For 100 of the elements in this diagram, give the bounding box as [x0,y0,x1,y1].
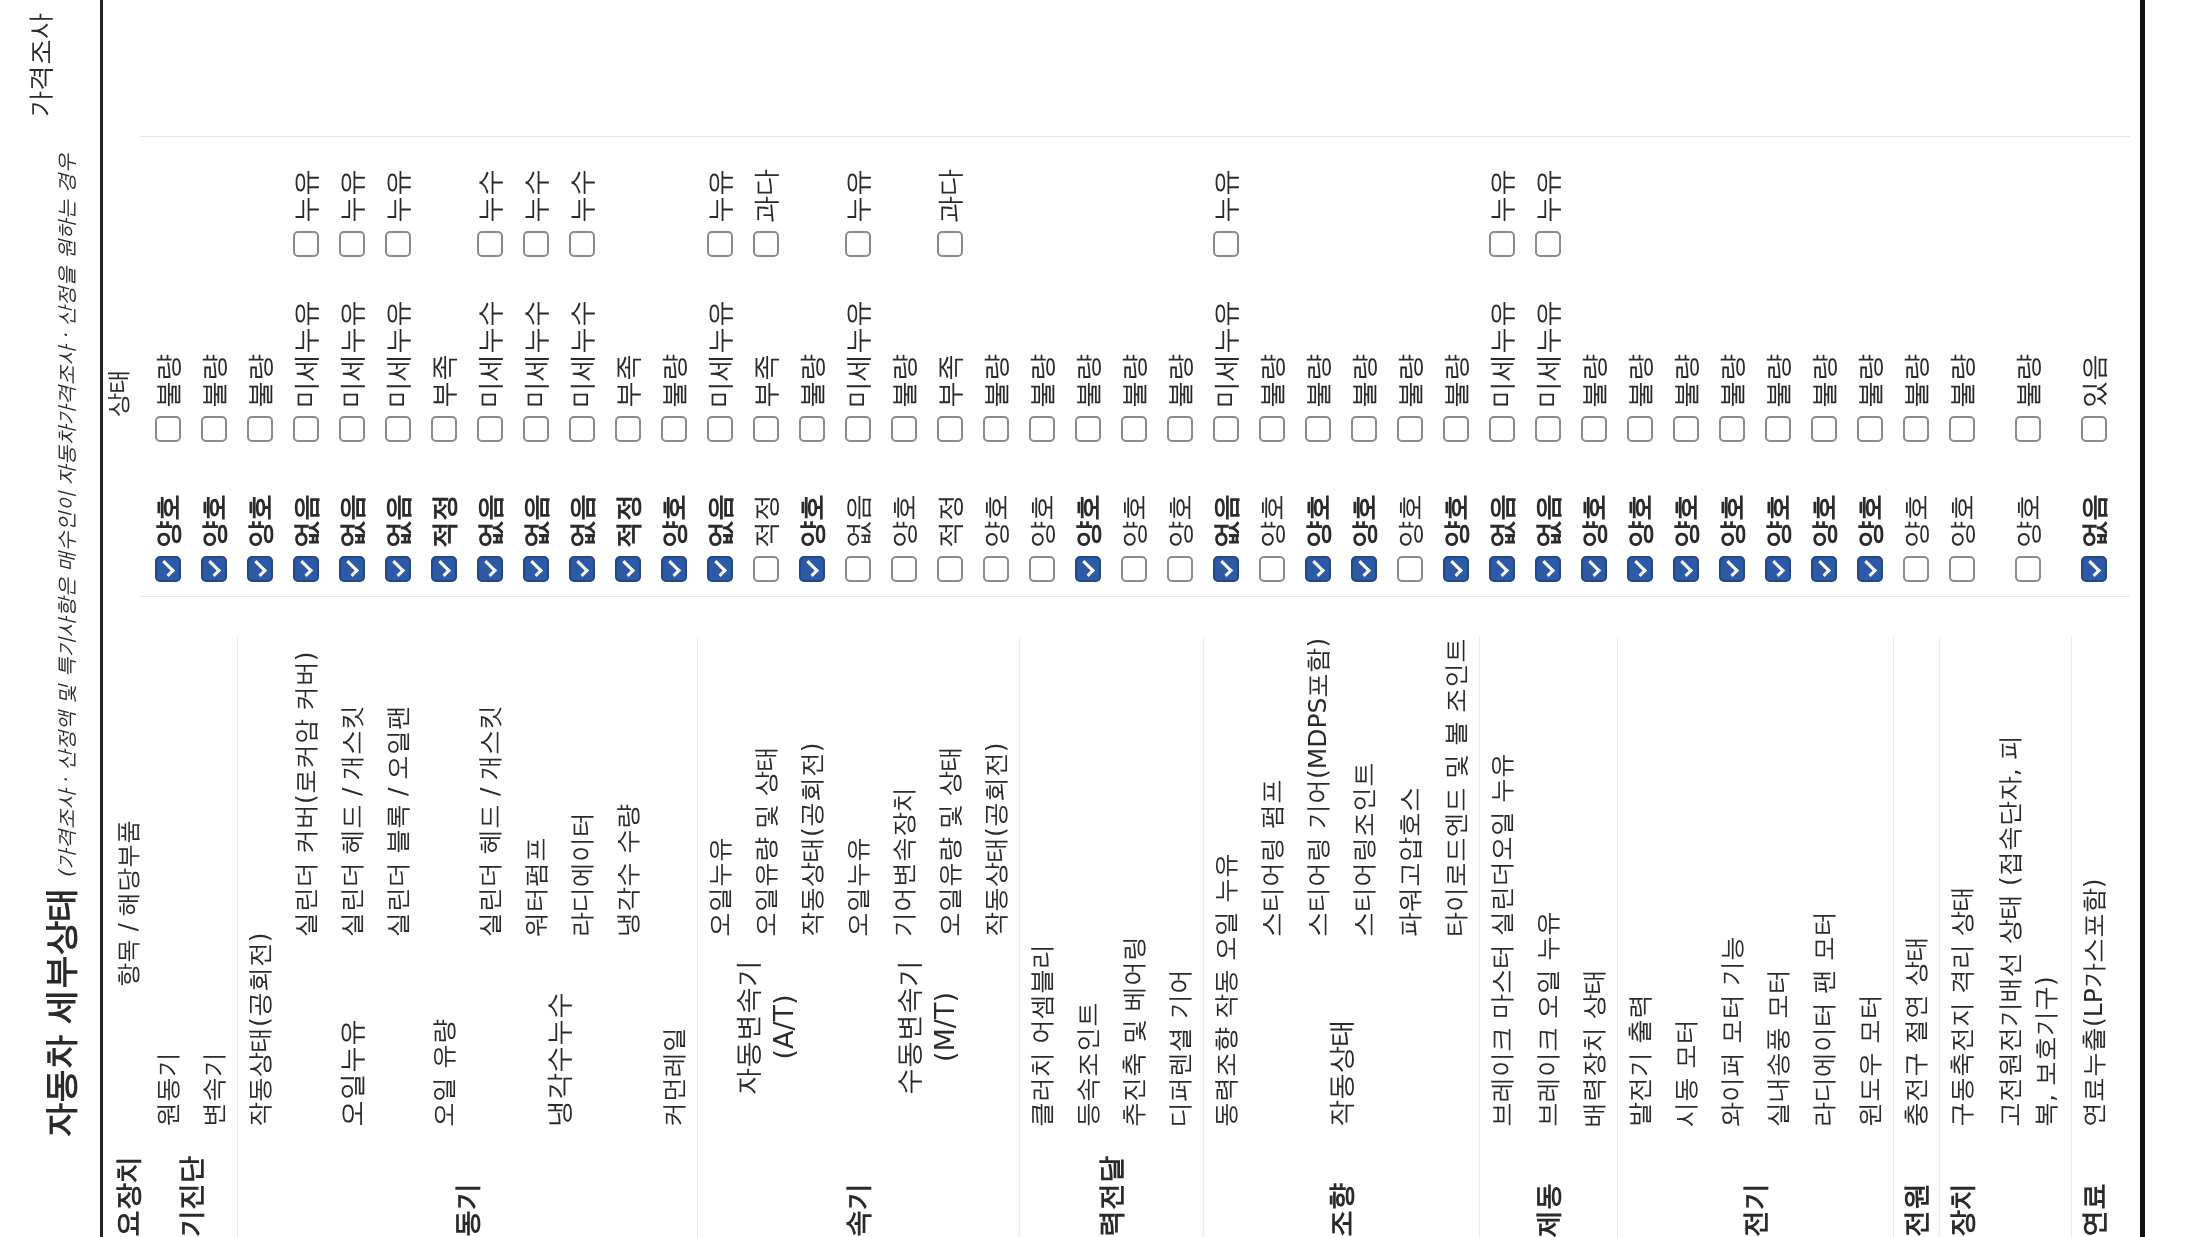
option-label: 양호 [2011,494,2044,548]
option-label: 양호 [795,494,828,548]
option-label: 누유 [381,169,414,223]
option-label: 불량 [1301,354,1334,408]
option-label: 불량 [1623,354,1656,408]
item-label: 동력조향 작동 오일 누유 [1210,853,1241,1127]
option-label: 적정 [749,494,782,548]
option-label: 양호 [197,494,230,548]
option-label: 불량 [979,354,1012,408]
option-label: 없음 [841,494,874,548]
option-label: 누유 [335,169,368,223]
item-label: 디퍼렌셜 기어 [1164,969,1195,1127]
option-label: 양호 [887,494,920,548]
option-label: 양호 [1577,494,1610,548]
option-label: 미세누수 [565,300,598,408]
option-label: 과다 [933,169,966,223]
option-label: 없음 [519,494,552,548]
option-label: 양호 [1853,494,1886,548]
option-label: 불량 [657,354,690,408]
option-label: 양호 [1715,494,1748,548]
item-label: 고전원전기배선 상태 (접속단자, 피복, 보호기구) [1994,734,2061,1127]
option-label: 누유 [703,169,736,223]
option-label: 부족 [933,354,966,408]
category-label: 전원 [1899,1183,1932,1237]
option-label: 양호 [979,494,1012,548]
option-label: 양호 [1347,494,1380,548]
item-label: 오일누유 [842,837,873,937]
column-header: 가격조사 [24,13,56,117]
option-label: 양호 [1623,494,1656,548]
option-label: 미세누유 [703,300,736,408]
option-label: 불량 [1393,354,1426,408]
item-label: 스티어링 기어(MDPS포함) [1302,637,1333,937]
option-label: 없음 [703,494,736,548]
option-label: 양호 [151,494,184,548]
option-label: 불량 [1577,354,1610,408]
option-label: 미세누수 [519,300,552,408]
option-label: 양호 [1761,494,1794,548]
item-label: 오일유량 및 상태 [934,746,965,937]
item-label: 기어변속장치 [888,787,919,937]
subtitle-note: (가격조사 · 산정액 및 특기사항은 매수인이 자동차가격조사 · 산정을 원하는 경우 [53,152,79,877]
category-label: 속기 [841,1183,874,1237]
item-label: 라디에이터 팬 모터 [1808,911,1839,1127]
option-label: 불량 [1715,354,1748,408]
option-label: 누수 [473,169,506,223]
option-label: 누유 [1531,169,1564,223]
group-label: 오일누유 [335,1019,368,1127]
option-label: 양호 [1255,494,1288,548]
option-label: 없음 [1485,494,1518,548]
option-label: 불량 [1807,354,1840,408]
option-label: 양호 [243,494,276,548]
option-label: 양호 [1807,494,1840,548]
option-label: 양호 [1025,494,1058,548]
item-label: 실린더 블록 / 오일팬 [382,704,413,937]
option-label: 양호 [1945,494,1978,548]
option-label: 미세누유 [1485,300,1518,408]
option-label: 누유 [841,169,874,223]
option-label: 불량 [151,354,184,408]
option-label: 과다 [749,169,782,223]
option-label: 양호 [1669,494,1702,548]
item-label: 작동상태(공회전) [244,932,275,1127]
option-label: 미세누수 [473,300,506,408]
item-label: 와이퍼 모터 기능 [1716,936,1747,1127]
item-label: 발전기 출력 [1624,994,1655,1127]
option-label: 없음 [381,494,414,548]
category-label: 동기 [450,1183,483,1237]
option-label: 양호 [1439,494,1472,548]
option-label: 미세누유 [381,300,414,408]
item-label: 시동 모터 [1670,1019,1701,1127]
option-label: 불량 [197,354,230,408]
option-label: 불량 [1945,354,1978,408]
option-label: 불량 [1117,354,1150,408]
category-label: 요장치 [111,1156,144,1237]
option-label: 불량 [1899,354,1932,408]
item-label: 오일유량 및 상태 [750,746,781,937]
item-label: 등속조인트 [1072,1002,1103,1127]
option-label: 불량 [1439,354,1472,408]
item-label: 연료누출(LP가스포함) [2078,878,2109,1127]
item-label: 실린더 커버(로커암 커버) [290,651,321,937]
item-label: 파워고압호스 [1394,787,1425,937]
option-label: 불량 [243,354,276,408]
option-label: 누수 [565,169,598,223]
column-header: 상태 [103,369,133,417]
option-label: 불량 [1761,354,1794,408]
item-label: 클러치 어셈블리 [1026,944,1057,1127]
option-label: 없음 [2077,494,2110,548]
option-label: 양호 [1163,494,1196,548]
category-label: 력전달 [1094,1156,1127,1237]
item-label: 변속기 [198,1052,229,1127]
category-label: 전기 [1738,1183,1771,1237]
option-label: 불량 [1669,354,1702,408]
item-label: 원동기 [152,1052,183,1127]
category-label: 장치 [1945,1183,1978,1237]
option-label: 불량 [1163,354,1196,408]
option-label: 누유 [1209,169,1242,223]
column-header: 항목 / 해당부품 [113,819,143,987]
option-label: 없음 [565,494,598,548]
item-label: 오일누유 [704,837,735,937]
option-label: 양호 [1071,494,1104,548]
option-label: 부족 [427,354,460,408]
option-label: 없음 [335,494,368,548]
